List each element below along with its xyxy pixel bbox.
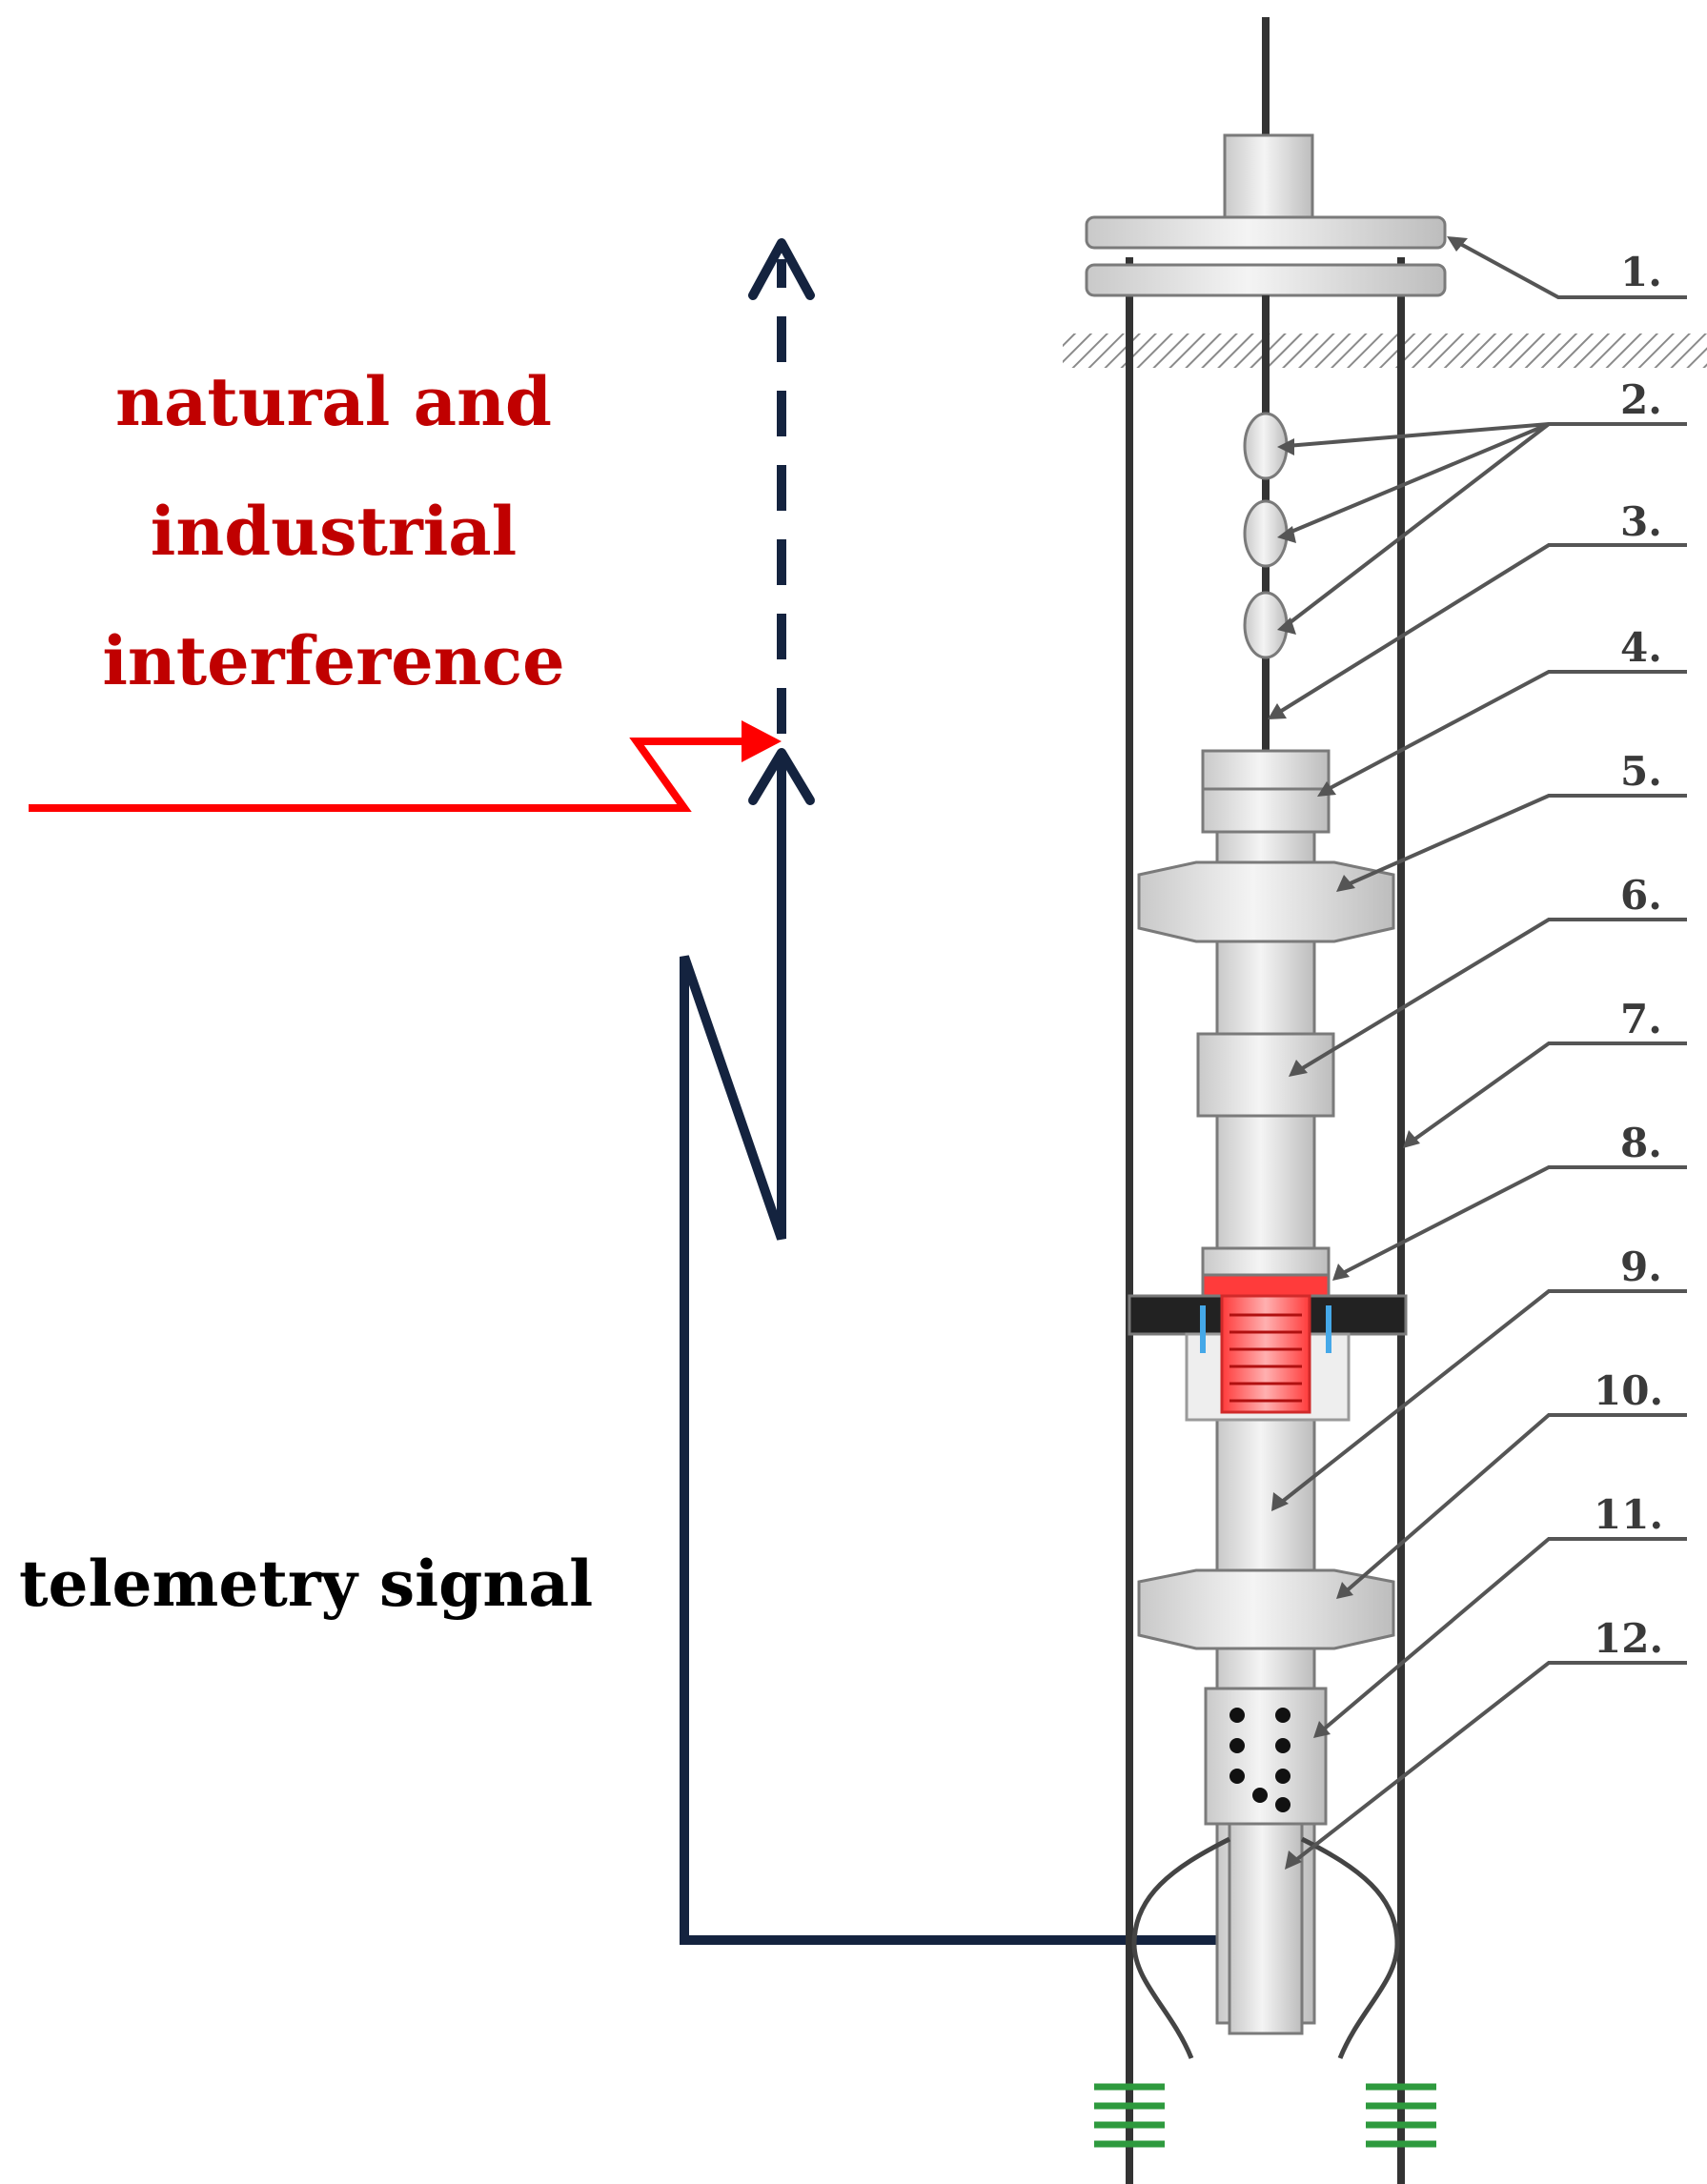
component-number-labels: 1. 2. 3. 4. 5. 6. 7. 8. 9. 10. 11. 12. (1594, 249, 1663, 1662)
grounding-left-icon (1094, 2083, 1165, 2148)
interference-arrowhead-icon (742, 720, 782, 762)
bow-spring-left (1131, 1836, 1231, 2059)
emitter-coil (1220, 1294, 1311, 1414)
component-number-8: 8. (1620, 1120, 1662, 1166)
ground-surface (1063, 334, 1707, 368)
borehole (1063, 257, 1707, 2184)
component-number-11: 11. (1594, 1491, 1663, 1538)
grounding-right-icon (1366, 2083, 1436, 2148)
component-number-2: 2. (1620, 376, 1662, 423)
component-number-9: 9. (1620, 1244, 1662, 1290)
emitter-cap (1201, 1246, 1331, 1279)
perforated-section (1204, 1687, 1328, 1826)
telemetry-signal-label: telemetry signal (19, 1547, 593, 1621)
wellhead-flange-upper (1085, 215, 1447, 250)
cable-head-upper (1201, 749, 1331, 791)
interference-arrow (29, 720, 782, 812)
perforation-holes (1229, 1708, 1290, 1812)
dashed-arrowhead-icon (748, 238, 815, 300)
cable-head-lower (1201, 787, 1331, 834)
component-number-6: 6. (1620, 872, 1662, 919)
signal-arrowhead-icon (748, 748, 815, 805)
component-number-7: 7. (1620, 996, 1662, 1042)
wellhead-top (1223, 133, 1314, 221)
component-number-4: 4. (1620, 624, 1662, 671)
interference-label-line2: industrial (151, 492, 518, 571)
cable-float (1243, 591, 1289, 659)
component-number-5: 5. (1620, 748, 1662, 795)
component-number-1: 1. (1620, 249, 1662, 295)
leader-lines (1273, 238, 1687, 1865)
upper-centralizer (1137, 860, 1395, 943)
cable-float (1243, 499, 1289, 568)
telemetry-signal-path (680, 748, 1220, 1945)
lower-centralizer (1137, 1568, 1395, 1650)
received-signal-dashed-arrow (748, 238, 815, 734)
tool-string (1085, 17, 1447, 2059)
interference-text-group: natural and industrial interference (102, 362, 564, 700)
wellhead-flange-lower (1085, 263, 1447, 297)
component-number-3: 3. (1620, 498, 1662, 545)
bow-spring-right (1300, 1836, 1400, 2059)
interference-label-line3: interference (102, 621, 564, 700)
electronics-module (1196, 1032, 1335, 1118)
interference-label-line1: natural and (115, 362, 552, 441)
component-number-12: 12. (1594, 1615, 1663, 1662)
leader-arrowheads (1268, 236, 1468, 1870)
component-number-10: 10. (1594, 1367, 1663, 1414)
